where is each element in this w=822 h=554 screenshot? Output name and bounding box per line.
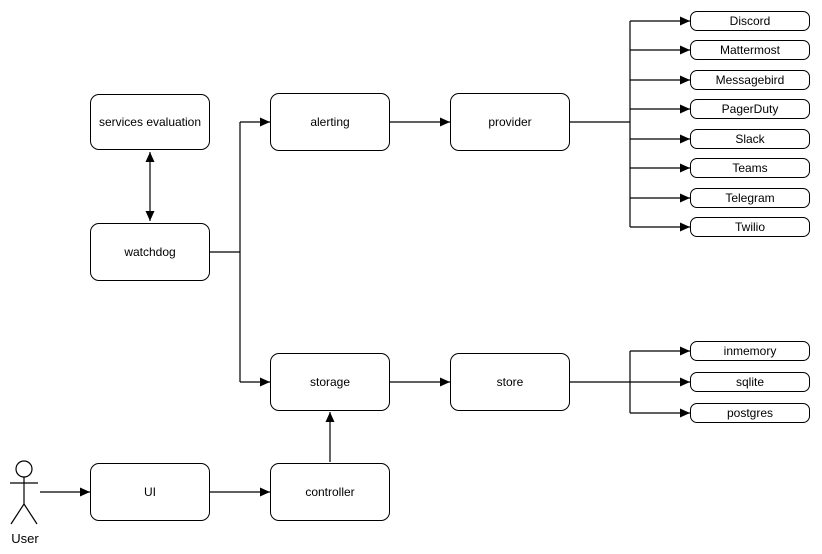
node-provider-mattermost: Mattermost: [690, 40, 810, 60]
node-provider: provider: [450, 93, 570, 151]
edge-store-fanout: [570, 346, 690, 418]
node-store-inmemory: inmemory: [690, 341, 810, 361]
node-store-postgres: postgres: [690, 403, 810, 423]
node-ui: UI: [90, 463, 210, 521]
user-actor-icon: [10, 460, 38, 525]
node-provider-pagerduty: PagerDuty: [690, 99, 810, 119]
node-provider-slack: Slack: [690, 129, 810, 149]
node-store: store: [450, 353, 570, 411]
node-provider-teams: Teams: [690, 158, 810, 178]
node-services-evaluation: services evaluation: [90, 94, 210, 150]
node-controller: controller: [270, 463, 390, 521]
edge-watchdog-branch: [210, 117, 270, 387]
node-provider-messagebird: Messagebird: [690, 70, 810, 90]
node-provider-discord: Discord: [690, 11, 810, 31]
node-alerting: alerting: [270, 93, 390, 151]
node-provider-twilio: Twilio: [690, 217, 810, 237]
node-watchdog: watchdog: [90, 223, 210, 281]
node-store-sqlite: sqlite: [690, 372, 810, 392]
node-provider-telegram: Telegram: [690, 188, 810, 208]
user-actor-label: User: [11, 531, 39, 546]
node-storage: storage: [270, 353, 390, 411]
edge-provider-fanout: [570, 16, 690, 232]
